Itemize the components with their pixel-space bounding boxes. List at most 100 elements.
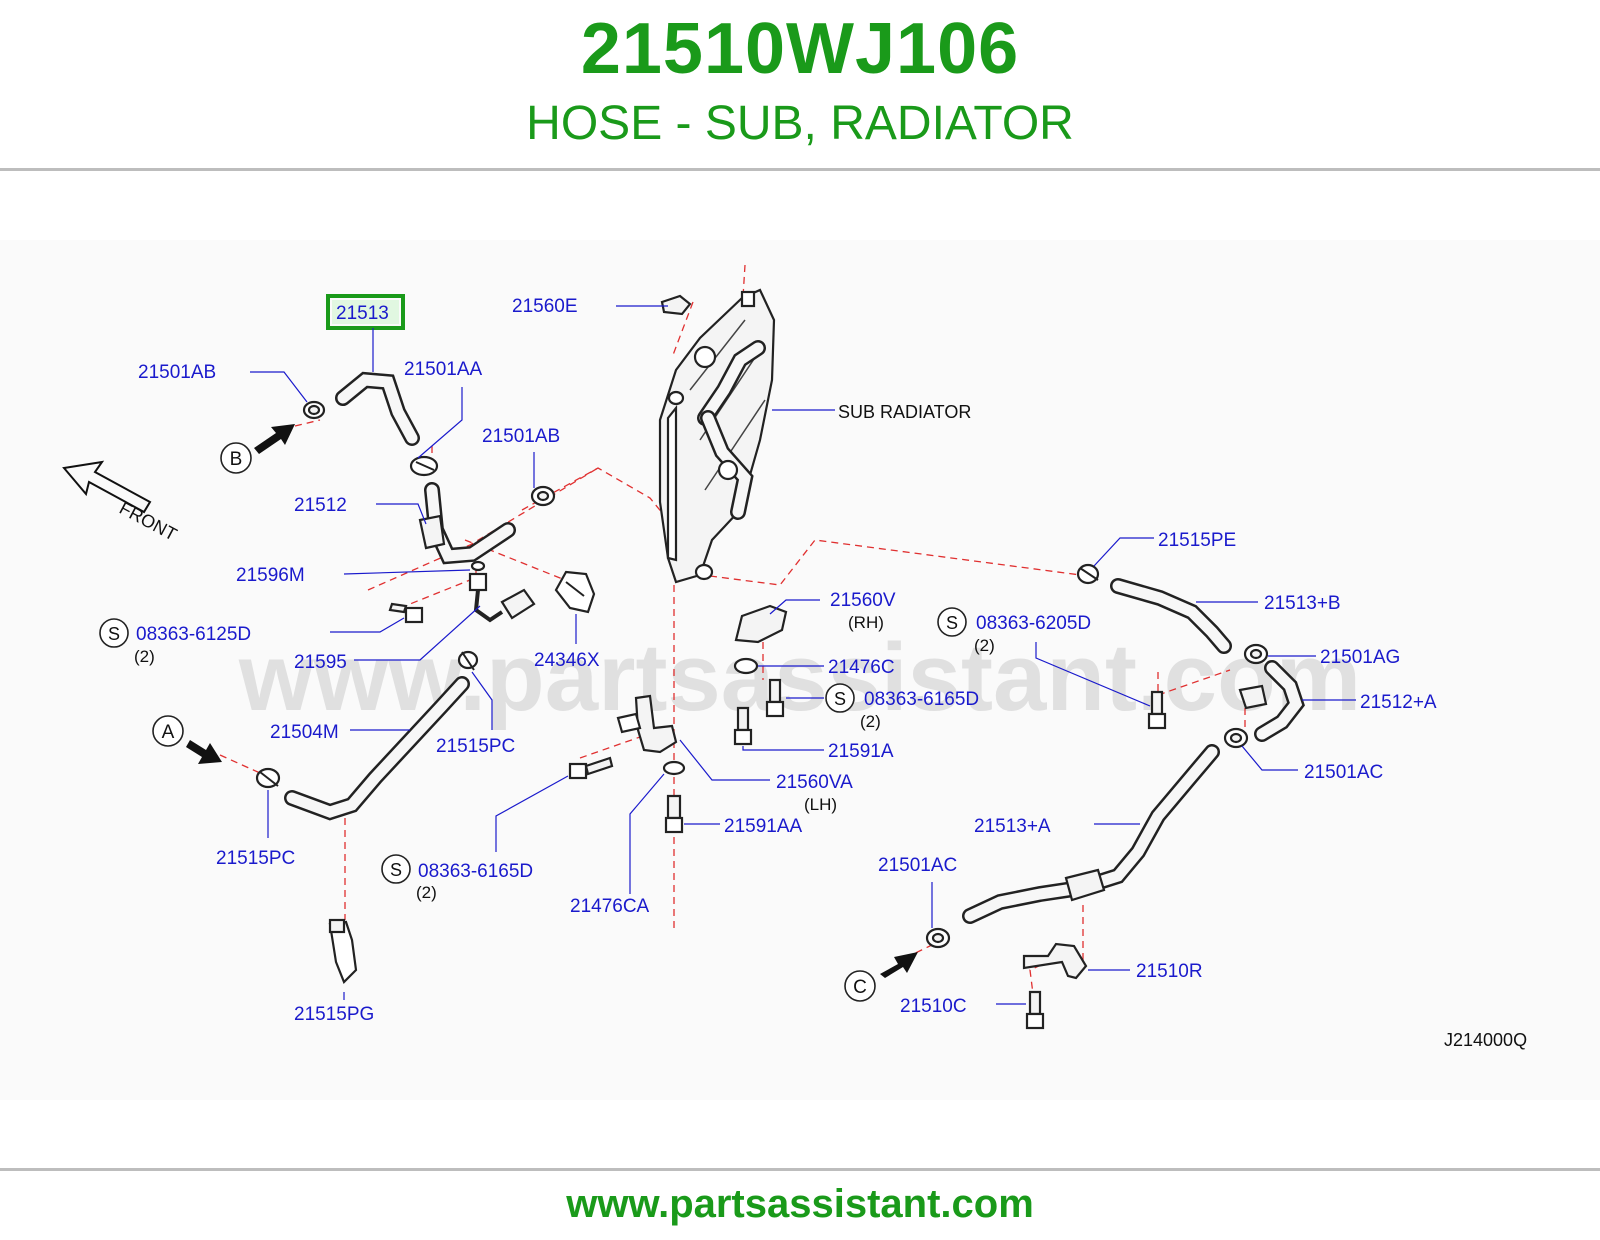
label-21501AG: 21501AG — [1320, 647, 1400, 668]
hose-21513B — [1110, 578, 1232, 654]
marker-a — [152, 715, 184, 747]
arrow-a-icon — [186, 740, 222, 764]
label-21560VA: 21560VA — [776, 772, 853, 793]
leader-08363-6205D — [1035, 642, 1151, 707]
label-21476CA: 21476CA — [570, 896, 650, 917]
label-08363-6165D-1: 08363-6165D — [418, 861, 533, 882]
label-21501AA: 21501AA — [404, 359, 483, 380]
label-08363-6205D: 08363-6205D — [976, 613, 1091, 634]
bolt-08363-6125D — [388, 602, 424, 624]
label-21513B: 21513+B — [1264, 593, 1341, 614]
label-21596M: 21596M — [236, 565, 305, 586]
sub-radiator-label: SUB RADIATOR — [838, 402, 971, 422]
label-21501AB-1: 21501AB — [138, 362, 216, 383]
label-21476C: 21476C — [828, 657, 895, 678]
leader-08363-6125D — [330, 617, 405, 633]
leader-21476CA — [629, 773, 665, 894]
leader-21560VA — [679, 739, 770, 781]
bottom-divider — [0, 1168, 1600, 1171]
bracket-21510R — [1022, 942, 1088, 980]
arrow-c-icon — [880, 952, 918, 978]
parts-diagram: www.partsassistant.com FRONT — [0, 240, 1600, 1100]
label-08363-6125D: 08363-6125D — [136, 624, 251, 645]
label-21515PC-1: 21515PC — [436, 736, 515, 757]
leader-21515PE — [1093, 537, 1154, 567]
highlight-fill-21513 — [332, 300, 399, 324]
diagram-code: J214000Q — [1444, 1030, 1527, 1050]
qty-2: (2) — [860, 712, 881, 731]
leader-21560V — [769, 599, 820, 615]
note-rh: (RH) — [848, 613, 884, 632]
marker-c — [844, 970, 876, 1002]
clamp-21515PC-bottom — [255, 767, 281, 789]
label-21504M: 21504M — [270, 722, 339, 743]
clamp-21501AG — [1243, 643, 1269, 665]
clip-24346X — [554, 570, 596, 614]
front-arrow-icon — [62, 460, 152, 514]
label-21560E: 21560E — [512, 296, 578, 317]
marker-s3-label: S — [390, 860, 402, 880]
hose-21513 — [335, 371, 420, 446]
bolt-21510C — [1025, 990, 1045, 1030]
label-21515PE: 21515PE — [1158, 530, 1236, 551]
washer-21476CA — [662, 760, 686, 776]
highlight-box-21513 — [326, 294, 405, 330]
top-divider — [0, 168, 1600, 171]
clamp-21501AC-1 — [1223, 727, 1249, 749]
label-21515PG: 21515PG — [294, 1004, 374, 1025]
label-24346X: 24346X — [534, 650, 600, 671]
marker-s1 — [99, 618, 129, 648]
qty-1: (2) — [134, 647, 155, 666]
marker-a-label: A — [162, 722, 175, 743]
label-21510R: 21510R — [1136, 961, 1203, 982]
sub-radiator-illustration — [658, 288, 776, 584]
marker-s1-label: S — [108, 624, 120, 644]
bolt-08363-6205D — [1147, 690, 1167, 730]
watermark: www.partsassistant.com — [238, 624, 1361, 731]
label-21512: 21512 — [294, 495, 347, 516]
label-21560V: 21560V — [830, 590, 896, 611]
label-08363-6165D-2: 08363-6165D — [864, 689, 979, 710]
marker-s2-label: S — [834, 689, 846, 709]
clamp-21515PC-top — [457, 650, 479, 671]
leader-21596M — [343, 569, 471, 575]
diagram-canvas: www.partsassistant.com FRONT — [0, 240, 1600, 1100]
leader-08363-6165D-1 — [495, 775, 569, 852]
washer-21476C — [733, 657, 759, 675]
label-21515PC-2: 21515PC — [216, 848, 295, 869]
marker-s4-label: S — [946, 613, 958, 633]
marker-c-label: C — [853, 977, 867, 998]
label-21501AC-2: 21501AC — [878, 855, 957, 876]
clip-21515PG — [328, 918, 358, 984]
diagram-background — [0, 240, 1600, 1100]
bolt-21591A — [733, 706, 753, 746]
bolt-21591AA — [664, 794, 684, 834]
hose-21513A — [962, 744, 1220, 924]
hose-21504M — [284, 676, 470, 821]
label-21510C: 21510C — [900, 996, 967, 1017]
label-21595: 21595 — [294, 652, 347, 673]
leader-21512 — [376, 503, 427, 525]
bolt-08363-6165D-right — [765, 678, 785, 718]
label-21513[interactable]: 21513 — [336, 303, 389, 324]
clamp-21515PE — [1076, 563, 1100, 585]
marker-b — [220, 442, 252, 474]
leader-21591A — [742, 746, 824, 751]
bracket-21560VA — [616, 694, 678, 754]
label-21513A: 21513+A — [974, 816, 1051, 837]
label-21512A: 21512+A — [1360, 692, 1437, 713]
leader-21501AB-1 — [250, 371, 308, 403]
arrow-b-icon — [254, 424, 295, 454]
pipe-21512A — [1238, 660, 1305, 742]
label-21501AC-1: 21501AC — [1304, 762, 1383, 783]
clamp-21501AA — [409, 455, 439, 477]
page-header: 21510WJ106 HOSE - SUB, RADIATOR — [0, 0, 1600, 170]
marker-s4 — [937, 607, 967, 637]
label-21501AB-2: 21501AB — [482, 426, 560, 447]
clamp-21501AB-top — [302, 400, 326, 420]
qty-3: (2) — [416, 883, 437, 902]
qty-4: (2) — [974, 636, 995, 655]
bracket-21560V — [734, 604, 788, 644]
footer-url[interactable]: www.partsassistant.com — [566, 1182, 1034, 1226]
clamp-21501AB-2 — [530, 485, 556, 507]
